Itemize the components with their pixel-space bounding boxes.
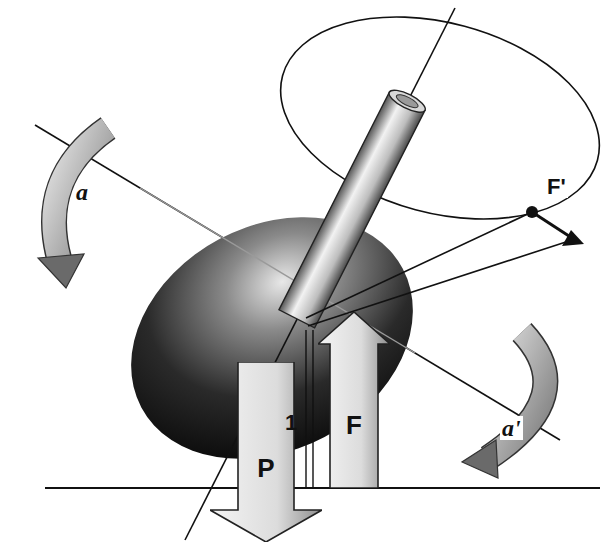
rotation-arrowhead [38, 254, 84, 288]
force-label: P [210, 455, 322, 481]
rotation-arrow [54, 128, 108, 262]
rotation-arrow [488, 332, 545, 458]
arrow-outline [318, 312, 390, 488]
axle-cylinder [279, 86, 428, 328]
arrow-shape [210, 362, 322, 542]
reference-line [312, 330, 313, 488]
force-arrow: F [318, 312, 390, 488]
arrow-shape [318, 312, 390, 488]
egg-rotor [89, 170, 456, 507]
rotation-label: a [76, 180, 88, 204]
force-line [306, 212, 532, 318]
ground-line [45, 487, 600, 489]
rotation-arrow [488, 332, 545, 458]
reference-line [305, 330, 306, 488]
rotation-arrowhead [462, 440, 498, 478]
force-label: F [318, 412, 390, 438]
rotation-label: a' [500, 416, 523, 440]
rotation-arrow [54, 128, 108, 262]
weight-arrow: P [210, 362, 322, 542]
force-point [526, 206, 538, 218]
force-vector [532, 212, 572, 238]
arrow-outline [210, 362, 322, 542]
precession-ellipse [258, 0, 602, 252]
precession-axis [185, 8, 455, 540]
force-arrowhead [562, 230, 584, 246]
force-line [308, 240, 572, 326]
callout-number: 1 [285, 412, 297, 434]
force-label: F' [545, 176, 568, 198]
